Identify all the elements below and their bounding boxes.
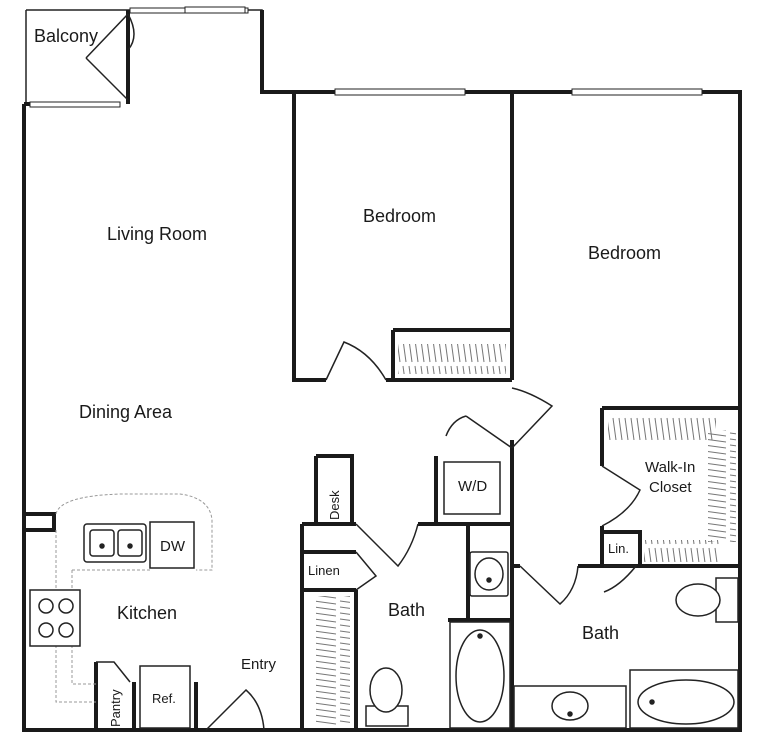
kitchen-label: Kitchen xyxy=(117,603,177,623)
bath-1-label: Bath xyxy=(388,600,425,620)
dining-area-label: Dining Area xyxy=(79,402,173,422)
linen-label: Linen xyxy=(308,563,340,578)
kitchen-sink xyxy=(83,523,147,563)
refrigerator-box xyxy=(139,665,191,729)
walk-in-closet-label-line2: Closet xyxy=(649,479,692,496)
pantry-label: Pantry xyxy=(108,689,123,727)
washer-dryer-label: W/D xyxy=(458,478,487,495)
bath-2-label: Bath xyxy=(582,623,619,643)
bath-2-fixtures xyxy=(513,577,739,729)
washer-dryer-box xyxy=(443,461,501,515)
dishwasher-box xyxy=(149,521,195,569)
refrigerator-label: Ref. xyxy=(152,691,176,706)
balcony-label: Balcony xyxy=(34,26,98,46)
interior-walls xyxy=(24,92,740,730)
balcony-door xyxy=(85,13,135,101)
door-swings xyxy=(96,341,641,731)
desk-label: Desk xyxy=(327,490,342,520)
bedroom-1-label: Bedroom xyxy=(363,206,436,226)
balcony-area xyxy=(25,7,263,106)
linen-closet-label: Lin. xyxy=(608,541,629,556)
dishwasher-label: DW xyxy=(160,538,186,555)
closet-rods xyxy=(316,344,736,726)
windows xyxy=(29,6,703,108)
stove xyxy=(29,589,81,647)
living-room-label: Living Room xyxy=(107,224,207,244)
bedroom-2-label: Bedroom xyxy=(588,243,661,263)
entry-label: Entry xyxy=(241,656,277,673)
bath-1-fixtures xyxy=(365,551,511,729)
walk-in-closet-label-line1: Walk-In xyxy=(645,459,695,476)
